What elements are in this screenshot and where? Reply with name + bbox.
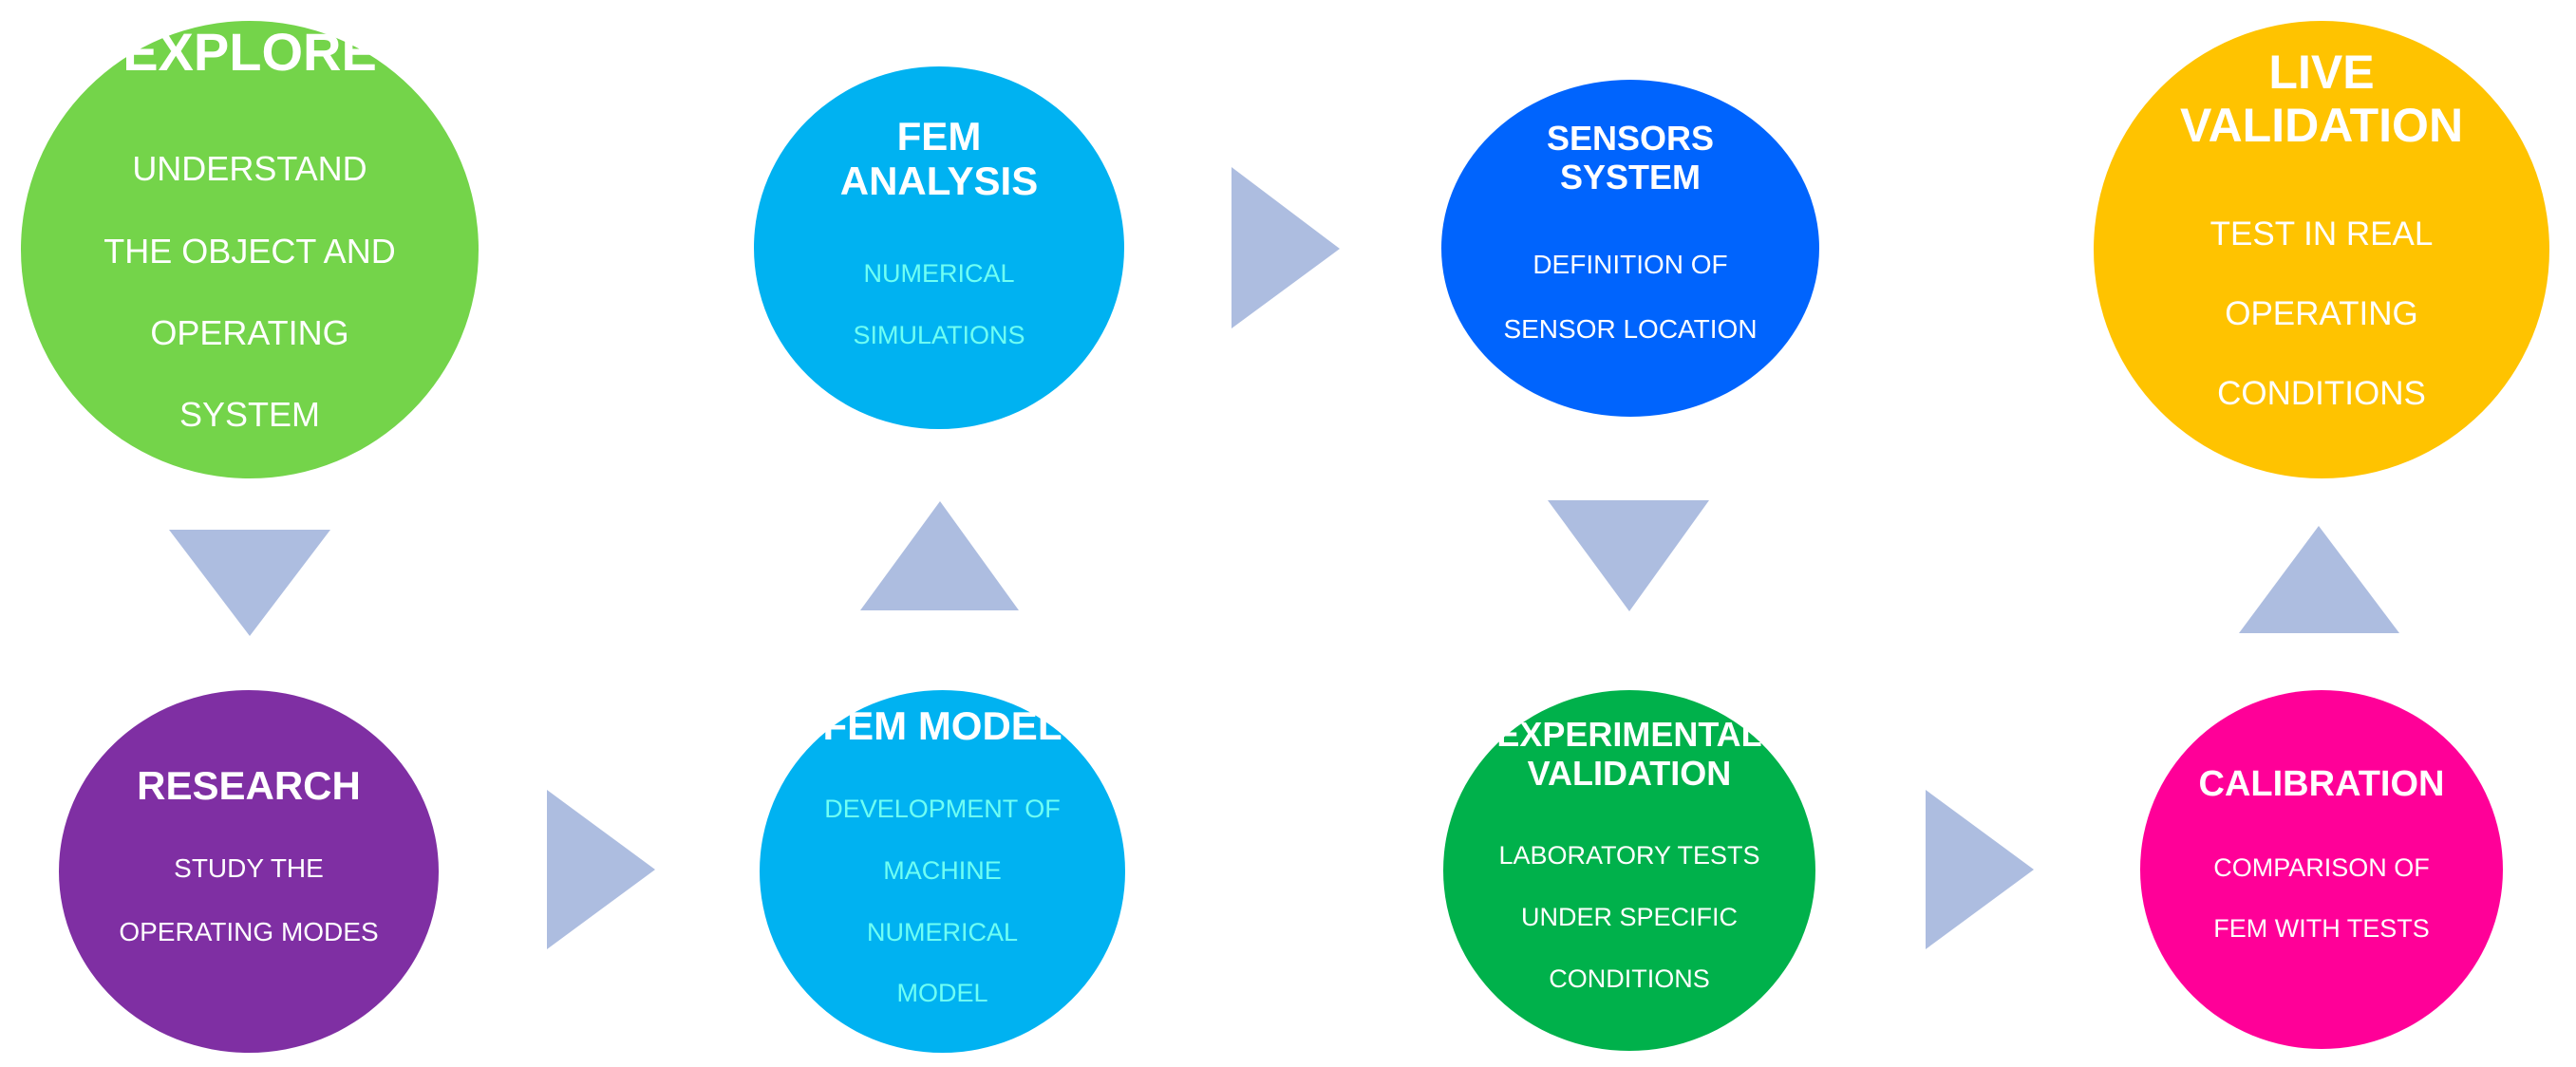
- explore-desc-line: SYSTEM: [179, 395, 320, 435]
- calibration-node: CALIBRATION COMPARISON OF FEM WITH TESTS: [2140, 690, 2503, 1049]
- arrow-experimental-to-calibration: [1926, 790, 2034, 949]
- explore-desc-line: OPERATING: [150, 312, 349, 352]
- fem-model-desc: DEVELOPMENT OF MACHINE NUMERICAL MODEL: [824, 763, 1061, 1040]
- sensors-system-title-line: SYSTEM: [1559, 157, 1701, 197]
- live-validation-desc-line: OPERATING: [2225, 295, 2418, 332]
- fem-analysis-title-line: ANALYSIS: [839, 159, 1039, 204]
- calibration-desc: COMPARISON OF FEM WITH TESTS: [2213, 821, 2430, 975]
- research-desc-line: STUDY THE: [174, 853, 324, 884]
- research-desc: STUDY THE OPERATING MODES: [119, 821, 378, 981]
- calibration-desc-line: COMPARISON OF: [2213, 852, 2430, 882]
- fem-analysis-desc-line: SIMULATIONS: [853, 321, 1025, 350]
- sensors-system-desc-line: SENSOR LOCATION: [1503, 313, 1758, 344]
- live-validation-title-line: LIVE: [2268, 46, 2375, 99]
- explore-title: EXPLORE: [122, 22, 377, 83]
- experimental-validation-desc-line: UNDER SPECIFIC: [1520, 903, 1738, 932]
- sensors-system-title: SENSORS SYSTEM: [1546, 119, 1715, 197]
- explore-desc: UNDERSTAND THE OBJECT AND OPERATING SYST…: [103, 107, 395, 477]
- sensors-system-node: SENSORS SYSTEM DEFINITION OF SENSOR LOCA…: [1441, 80, 1819, 417]
- fem-model-desc-line: MACHINE: [883, 855, 1002, 885]
- live-validation-node: LIVE VALIDATION TEST IN REAL OPERATING C…: [2094, 21, 2549, 478]
- explore-node: EXPLORE UNDERSTAND THE OBJECT AND OPERAT…: [21, 21, 479, 478]
- explore-desc-line: UNDERSTAND: [132, 149, 367, 189]
- experimental-validation-desc-line: CONDITIONS: [1549, 964, 1710, 993]
- research-desc-line: OPERATING MODES: [119, 917, 379, 947]
- fem-model-node: FEM MODEL DEVELOPMENT OF MACHINE NUMERIC…: [760, 690, 1125, 1053]
- fem-model-desc-line: MODEL: [896, 979, 988, 1008]
- experimental-validation-title-line: EXPERIMENTAL: [1496, 715, 1762, 755]
- experimental-validation-desc-line: LABORATORY TESTS: [1498, 841, 1760, 870]
- live-validation-desc-line: TEST IN REAL: [2209, 215, 2434, 253]
- fem-analysis-desc: NUMERICAL SIMULATIONS: [853, 228, 1025, 382]
- calibration-desc-line: FEM WITH TESTS: [2213, 914, 2430, 944]
- research-node: RESEARCH STUDY THE OPERATING MODES: [59, 690, 439, 1053]
- arrow-sensors-to-experimental: [1548, 500, 1709, 611]
- arrow-fem-analysis-to-sensors: [1232, 167, 1340, 328]
- experimental-validation-desc: LABORATORY TESTS UNDER SPECIFIC CONDITIO…: [1498, 810, 1759, 1025]
- fem-analysis-desc-line: NUMERICAL: [863, 259, 1015, 289]
- fem-analysis-title-line: FEM: [896, 113, 982, 159]
- arrow-research-to-fem-model: [547, 790, 655, 949]
- live-validation-title-line: VALIDATION: [2179, 99, 2464, 152]
- sensors-system-title-line: SENSORS: [1546, 119, 1715, 159]
- arrow-explore-to-research: [169, 530, 330, 636]
- fem-model-desc-line: NUMERICAL: [866, 917, 1019, 946]
- fem-model-desc-line: DEVELOPMENT OF: [824, 795, 1061, 824]
- sensors-system-desc: DEFINITION OF SENSOR LOCATION: [1503, 217, 1757, 377]
- fem-analysis-node: FEM ANALYSIS NUMERICAL SIMULATIONS: [754, 66, 1124, 429]
- explore-desc-line: THE OBJECT AND: [103, 231, 396, 271]
- fem-model-title: FEM MODEL: [822, 702, 1062, 748]
- fem-analysis-title: FEM ANALYSIS: [840, 114, 1039, 203]
- arrow-calibration-to-live: [2239, 526, 2399, 633]
- live-validation-title: LIVE VALIDATION: [2180, 46, 2463, 152]
- sensors-system-desc-line: DEFINITION OF: [1532, 250, 1728, 280]
- experimental-validation-node: EXPERIMENTAL VALIDATION LABORATORY TESTS…: [1443, 690, 1815, 1051]
- calibration-title: CALIBRATION: [2198, 763, 2445, 804]
- experimental-validation-title-line: VALIDATION: [1527, 753, 1732, 793]
- live-validation-desc-line: CONDITIONS: [2217, 375, 2426, 412]
- experimental-validation-title: EXPERIMENTAL VALIDATION: [1496, 715, 1762, 793]
- research-title: RESEARCH: [137, 762, 361, 808]
- arrow-fem-model-to-fem-analysis: [860, 501, 1019, 610]
- live-validation-desc: TEST IN REAL OPERATING CONDITIONS: [2210, 175, 2434, 454]
